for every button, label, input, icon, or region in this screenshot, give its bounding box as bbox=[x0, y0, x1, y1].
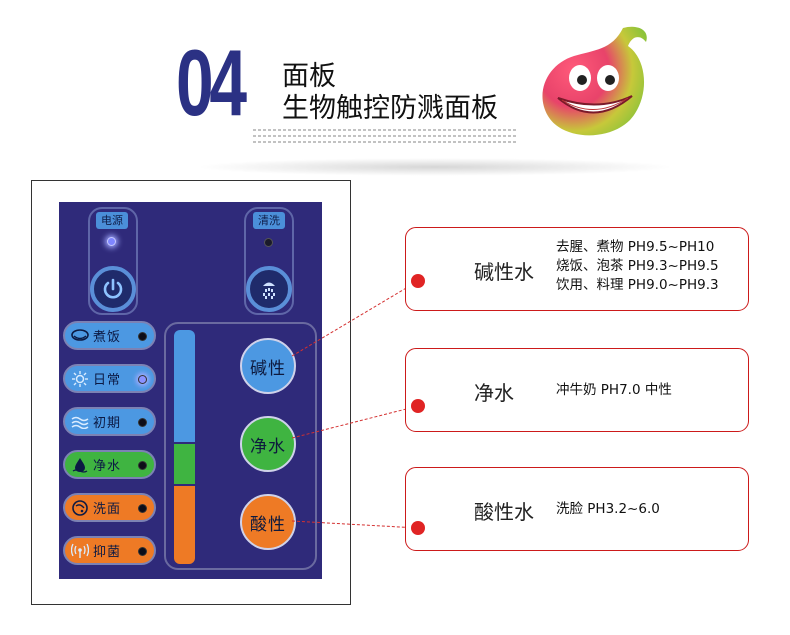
mode-daily-button[interactable]: 日常 bbox=[63, 364, 156, 393]
ph-bar-acid bbox=[174, 486, 195, 564]
callout-title: 碱性水 bbox=[474, 260, 534, 284]
power-icon bbox=[103, 278, 123, 299]
callout-marker bbox=[411, 399, 425, 413]
power-column bbox=[88, 207, 138, 315]
callout-title: 净水 bbox=[474, 381, 514, 405]
rinse-label: 清洗 bbox=[253, 212, 285, 229]
callout-description: 冲牛奶 PH7.0 中性 bbox=[556, 381, 672, 400]
mode-led bbox=[138, 418, 147, 427]
mode-label: 日常 bbox=[93, 373, 122, 388]
mode-led bbox=[138, 461, 147, 470]
callout-title: 酸性水 bbox=[474, 500, 534, 524]
mode-led bbox=[138, 504, 147, 513]
rice-bowl-icon bbox=[69, 327, 91, 345]
mode-label: 抑菌 bbox=[93, 545, 122, 560]
mode-rice-button[interactable]: 煮饭 bbox=[63, 321, 156, 350]
fine-print-line bbox=[253, 141, 517, 143]
section-title: 面板 bbox=[282, 61, 336, 92]
callout-pure-water: 净水 冲牛奶 PH7.0 中性 bbox=[405, 348, 749, 432]
mode-initial-button[interactable]: 初期 bbox=[63, 407, 156, 436]
mode-label: 净水 bbox=[93, 459, 122, 474]
mode-led bbox=[138, 332, 147, 341]
rinse-led bbox=[264, 238, 273, 247]
fine-print-line bbox=[253, 129, 517, 131]
mode-label: 煮饭 bbox=[93, 330, 122, 345]
callout-line: 饮用、料理 PH9.0~PH9.3 bbox=[556, 277, 719, 293]
callout-marker bbox=[411, 274, 425, 288]
callout-acid-water: 酸性水 洗脸 PH3.2~6.0 bbox=[405, 467, 749, 551]
rinse-column bbox=[244, 207, 294, 315]
callout-description: 去腥、煮物 PH9.5~PH10 烧饭、泡茶 PH9.3~PH9.5 饮用、料理… bbox=[556, 238, 719, 295]
mode-led bbox=[138, 547, 147, 556]
mode-led bbox=[138, 375, 147, 384]
callout-marker bbox=[411, 521, 425, 535]
ph-bar-alkaline bbox=[174, 330, 195, 442]
ph-selector-frame bbox=[164, 322, 317, 570]
water-drop-mascot-icon bbox=[542, 26, 647, 136]
mode-label: 洗面 bbox=[93, 502, 122, 517]
mode-antibacterial-button[interactable]: 抑菌 bbox=[63, 536, 156, 565]
water-drop-icon bbox=[69, 456, 91, 474]
mode-face-wash-button[interactable]: 洗面 bbox=[63, 493, 156, 522]
alkaline-button[interactable]: 碱性 bbox=[240, 338, 296, 394]
section-subtitle: 生物触控防溅面板 bbox=[282, 93, 498, 124]
section-number: 04 bbox=[176, 30, 247, 135]
callout-line: 去腥、煮物 PH9.5~PH10 bbox=[556, 239, 715, 255]
callout-line: 洗脸 PH3.2~6.0 bbox=[556, 501, 660, 517]
callout-alkaline-water: 碱性水 去腥、煮物 PH9.5~PH10 烧饭、泡茶 PH9.3~PH9.5 饮… bbox=[405, 227, 749, 311]
power-label: 电源 bbox=[96, 212, 128, 229]
callout-line: 冲牛奶 PH7.0 中性 bbox=[556, 382, 672, 398]
mode-pure-button[interactable]: 净水 bbox=[63, 450, 156, 479]
mode-label: 初期 bbox=[93, 416, 122, 431]
power-led bbox=[107, 237, 116, 246]
header-shadow bbox=[195, 158, 675, 176]
fine-print-line bbox=[253, 135, 517, 137]
pure-water-button[interactable]: 净水 bbox=[240, 416, 296, 472]
rinse-button[interactable] bbox=[246, 266, 292, 312]
callout-line: 烧饭、泡茶 PH9.3~PH9.5 bbox=[556, 258, 719, 274]
power-button[interactable] bbox=[90, 266, 136, 312]
face-icon bbox=[69, 499, 91, 517]
sun-icon bbox=[69, 370, 91, 388]
acid-button[interactable]: 酸性 bbox=[240, 494, 296, 550]
shower-icon bbox=[263, 282, 275, 299]
callout-description: 洗脸 PH3.2~6.0 bbox=[556, 500, 660, 519]
ph-bar-neutral bbox=[174, 444, 195, 484]
signal-icon bbox=[69, 542, 91, 560]
waves-icon bbox=[69, 413, 91, 431]
